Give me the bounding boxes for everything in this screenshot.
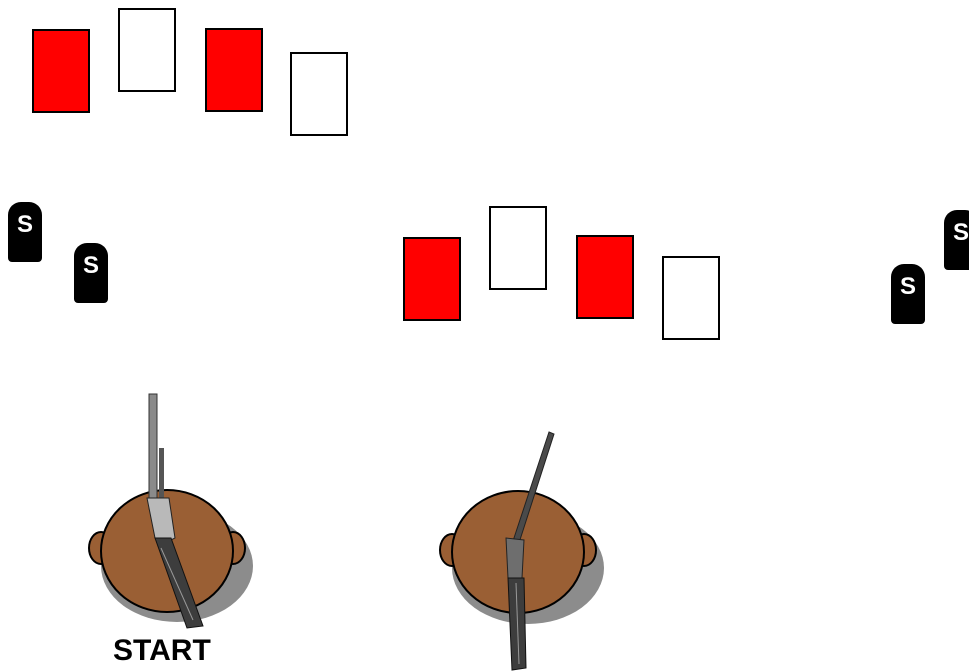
target-center-2: [489, 206, 547, 290]
target-center-4: [662, 256, 720, 340]
shooter-center: [432, 428, 622, 671]
target-center-1: [403, 237, 461, 321]
target-center-3: [576, 235, 634, 319]
s-marker-left-1: S: [8, 202, 42, 262]
target-left-4: [290, 52, 348, 136]
s-marker-symbol: S: [14, 212, 36, 238]
shooter-start: [85, 388, 275, 638]
s-marker-symbol: S: [897, 274, 919, 300]
target-left-1: [32, 29, 90, 113]
s-marker-right-1: S: [891, 264, 925, 324]
s-marker-symbol: S: [80, 253, 102, 279]
s-marker-symbol: S: [950, 220, 969, 246]
target-left-3: [205, 28, 263, 112]
target-left-2: [118, 8, 176, 92]
start-label: START: [113, 634, 211, 668]
s-marker-right-2: S: [944, 210, 969, 270]
s-marker-left-2: S: [74, 243, 108, 303]
